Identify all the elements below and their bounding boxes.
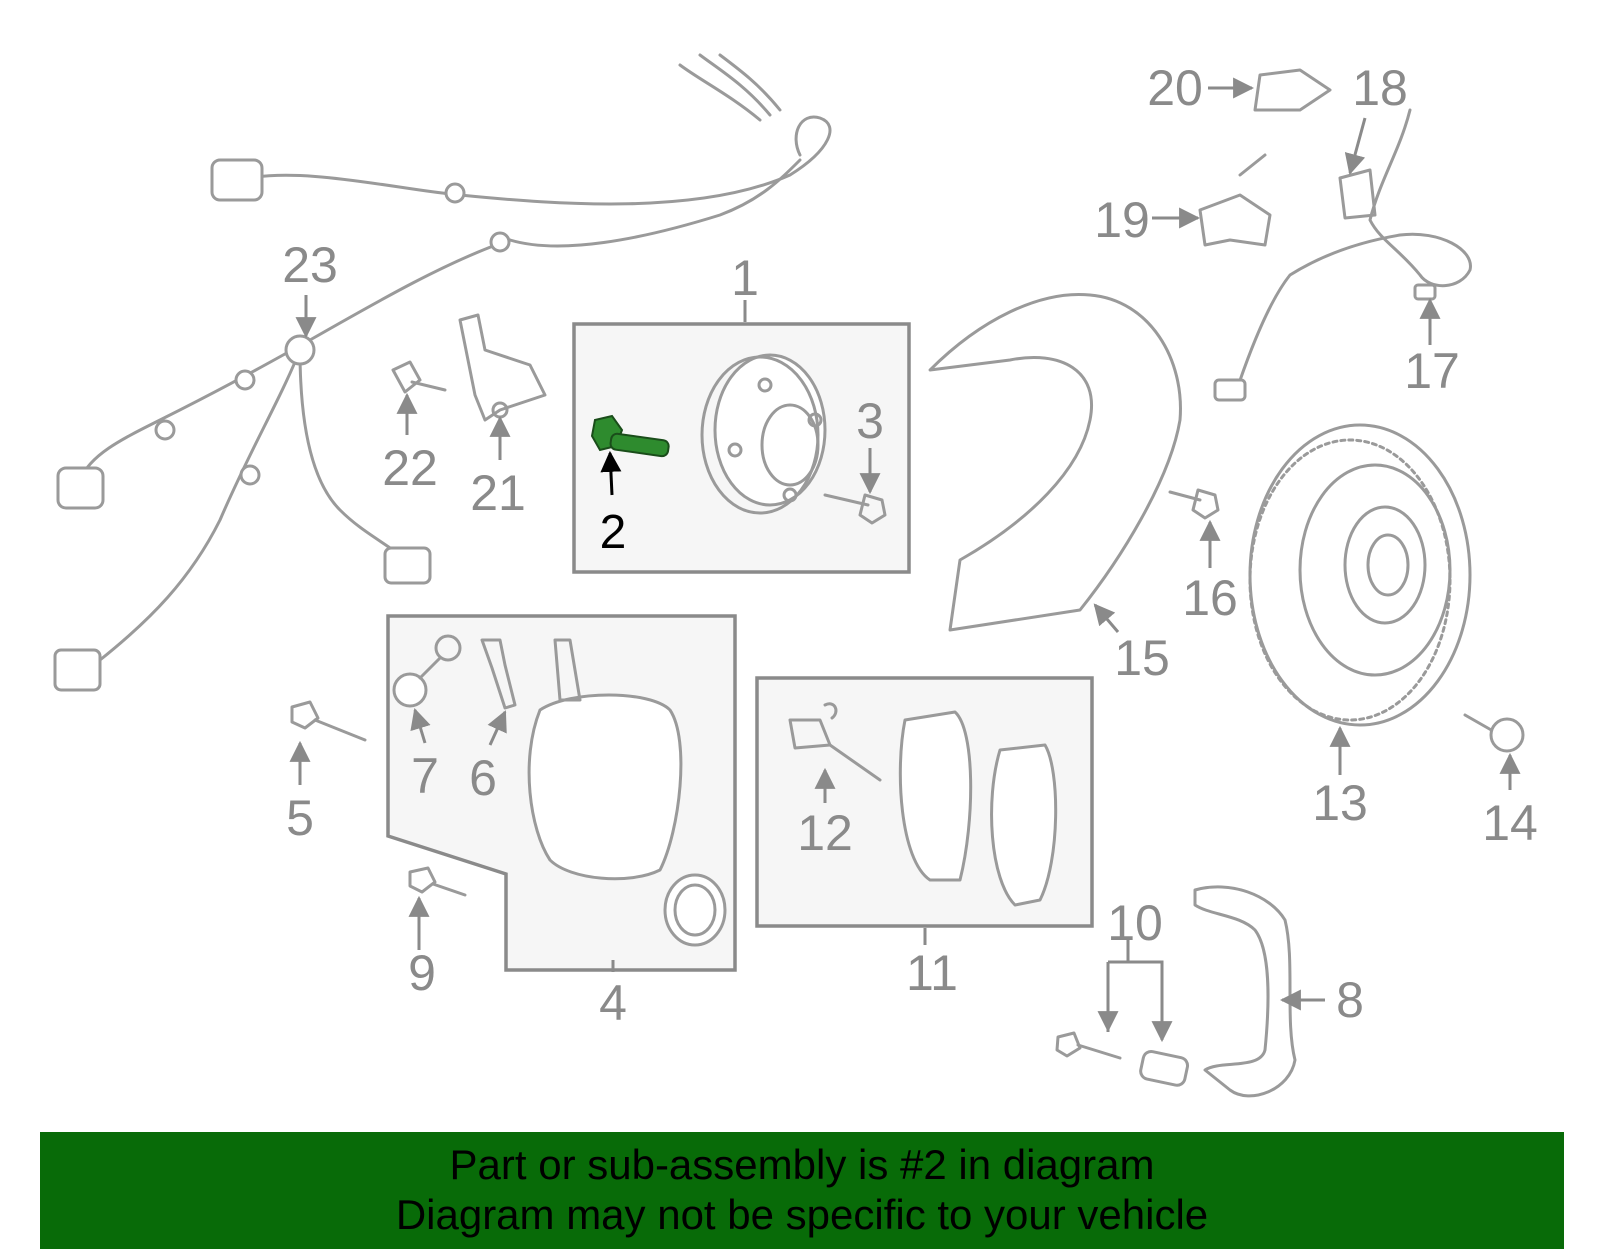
bolt-part-16: [1168, 488, 1220, 520]
info-banner: Part or sub-assembly is #2 in diagram Di…: [40, 1132, 1564, 1249]
callout-15: 15: [1114, 630, 1170, 686]
splash-shield: [928, 292, 1182, 632]
callout-4: 4: [599, 975, 627, 1031]
callout-11: 11: [906, 945, 958, 1001]
callout-13: 13: [1312, 775, 1368, 831]
wear-sensor-part-12: [788, 702, 882, 782]
callout-7: 7: [411, 748, 439, 804]
callout-10: 10: [1107, 895, 1163, 951]
callout-8: 8: [1336, 972, 1364, 1028]
sensor-part-21: [458, 313, 547, 422]
callout-19: 19: [1094, 192, 1150, 248]
bolt-part-22: [391, 360, 447, 394]
bolt-part-5: [290, 700, 367, 742]
screw-part-14: [1463, 713, 1525, 753]
callout-14: 14: [1482, 795, 1538, 851]
bracket-part-20: [1253, 68, 1332, 112]
bolt-part-9: [408, 866, 467, 897]
callout-20: 20: [1147, 60, 1203, 116]
banner-line-2: Diagram may not be specific to your vehi…: [395, 1191, 1209, 1238]
callout-labels: 1 2 3 4 5 6 7 8 9 10 11 12 13 14 15 16 1…: [282, 60, 1538, 1031]
callout-18: 18: [1352, 60, 1408, 116]
wheel-hub: [700, 353, 827, 515]
brake-rotor: [1248, 423, 1472, 727]
highlighted-bolt-part-2: [590, 414, 670, 458]
callout-21: 21: [470, 465, 526, 521]
callout-3: 3: [856, 393, 884, 449]
callout-leaders: [289, 77, 1521, 1043]
caliper-bracket-part-8: [1193, 885, 1297, 1098]
bolt-part-10: [1055, 1031, 1190, 1087]
callout-23: 23: [282, 237, 338, 293]
callout-5: 5: [286, 790, 314, 846]
cap-part-7: [392, 634, 462, 708]
callout-1: 1: [731, 250, 759, 306]
wiring-harness: [53, 53, 832, 692]
banner-line-1: Part or sub-assembly is #2 in diagram: [449, 1141, 1155, 1188]
callout-22: 22: [382, 440, 438, 496]
callout-2-highlighted: 2: [600, 506, 627, 559]
callout-16: 16: [1182, 570, 1238, 626]
callout-12: 12: [797, 805, 853, 861]
bleeder-part-6: [480, 638, 517, 710]
callout-17: 17: [1404, 343, 1460, 399]
brake-pads: [898, 710, 1058, 907]
caliper: [527, 638, 727, 947]
clip-part-18: [1338, 168, 1377, 220]
callout-9: 9: [408, 945, 436, 1001]
callout-6: 6: [469, 750, 497, 806]
parts-diagram: 1 2 3 4 5 6 7 8 9 10 11 12 13 14 15 16 1…: [53, 53, 1538, 1098]
bracket-part-19: [1198, 153, 1272, 247]
speed-sensor-harness: [1213, 108, 1472, 402]
bolt-part-3: [823, 493, 887, 525]
